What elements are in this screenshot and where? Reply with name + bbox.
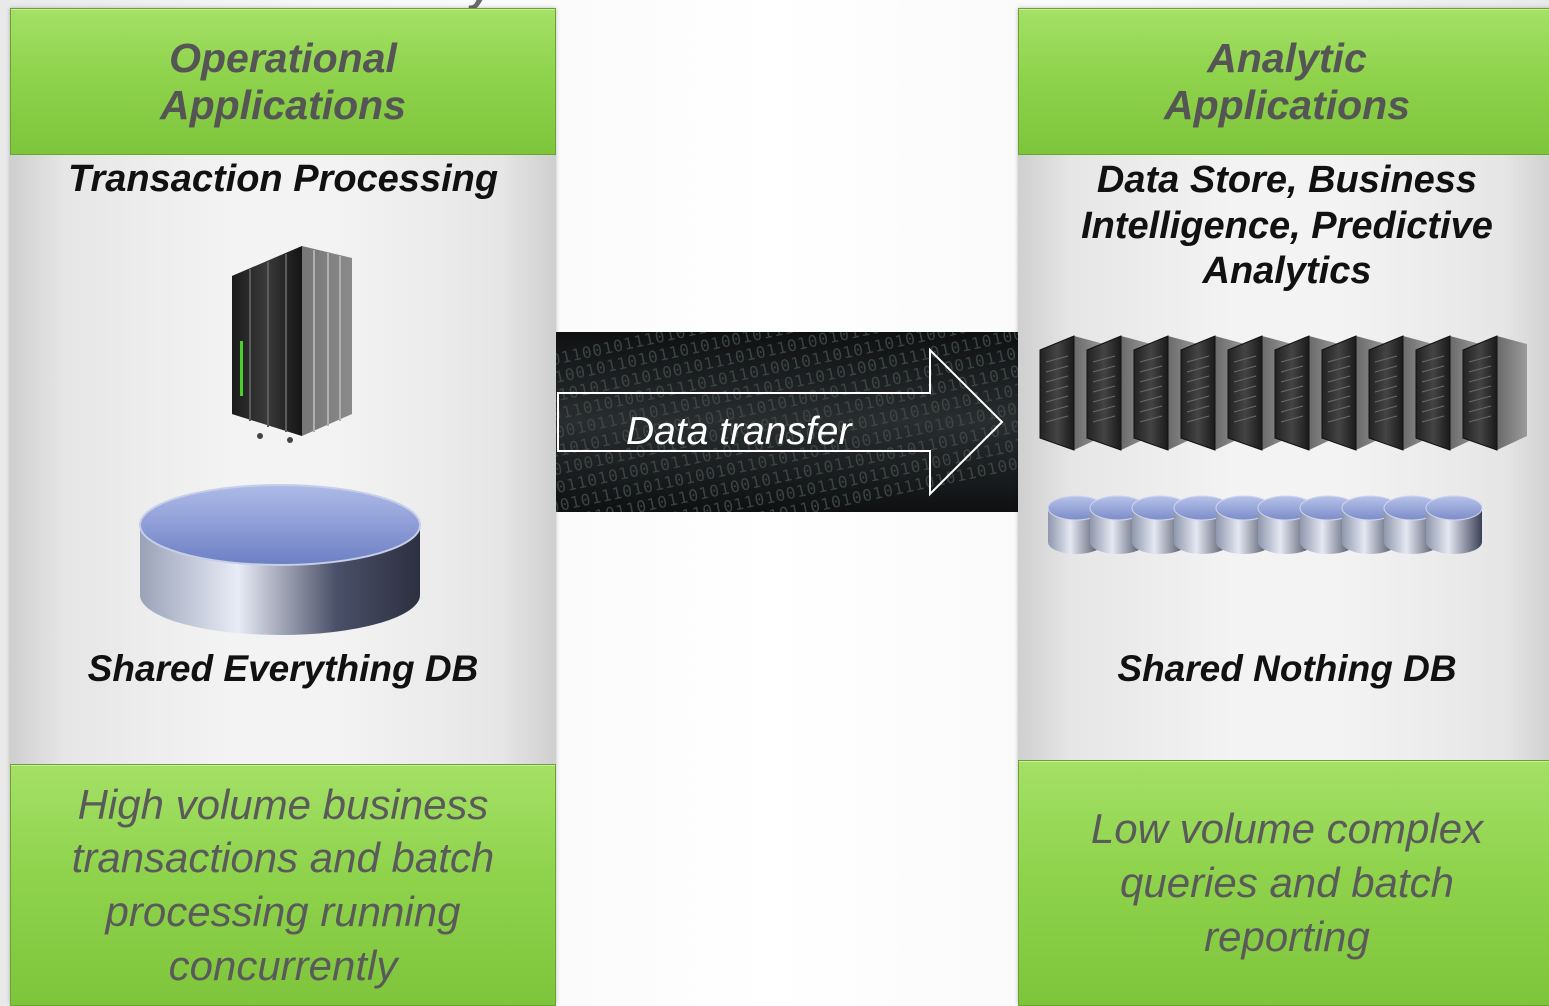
server-unit-icon: [1462, 335, 1527, 451]
data-store-bi-label: Data Store, Business Intelligence, Predi…: [1018, 158, 1549, 295]
cutoff-title-fragment: y: [470, 0, 550, 11]
operational-desc-line-4: concurrently: [168, 941, 398, 989]
operational-desc-line-3: processing running: [105, 888, 461, 935]
data-store-line-1: Data Store, Business: [1096, 159, 1478, 201]
analytic-description: Low volume complex queries and batch rep…: [1018, 760, 1549, 1006]
operational-desc-line-2: transactions and batch: [71, 834, 495, 882]
data-store-line-2: Intelligence, Predictive: [1081, 204, 1493, 247]
server-tower-icon: [220, 236, 360, 446]
operational-description: High volume business transactions and ba…: [10, 764, 556, 1006]
analytic-desc-line-3: reporting: [1204, 912, 1370, 960]
analytic-header-line-2: Applications: [1163, 81, 1411, 128]
transaction-processing-label: Transaction Processing: [10, 158, 556, 201]
database-cluster-icon: [1046, 486, 1526, 566]
analytic-panel: Analytic Applications Data Store, Busine…: [1018, 8, 1549, 1006]
arrow-right-icon: [557, 347, 1004, 497]
analytic-header: Analytic Applications: [1018, 8, 1549, 155]
data-transfer-band: 0110101100101110101101001011010110101001…: [556, 332, 1018, 512]
operational-header-line-2: Applications: [159, 81, 407, 128]
operational-header-line-1: Operational: [169, 34, 397, 81]
analytic-desc-line-2: queries and batch: [1120, 859, 1454, 907]
shared-everything-db-label: Shared Everything DB: [87, 648, 479, 689]
database-unit-icon: [1425, 495, 1483, 554]
analytic-desc-line-1: Low volume complex: [1090, 805, 1484, 853]
operational-desc-line-1: High volume business: [77, 780, 489, 828]
server-cluster-icon: [1038, 326, 1538, 456]
database-icon: [130, 480, 430, 640]
analytic-header-line-1: Analytic: [1207, 34, 1367, 81]
data-store-line-3: Analytics: [1202, 250, 1372, 293]
transaction-processing-line-1: Transaction Processing: [67, 158, 499, 200]
shared-nothing-db-label: Shared Nothing DB: [1117, 648, 1457, 689]
operational-header: Operational Applications: [10, 8, 556, 155]
data-transfer-label: Data transfer: [626, 410, 852, 453]
operational-panel: Operational Applications Transaction Pro…: [10, 8, 556, 1006]
